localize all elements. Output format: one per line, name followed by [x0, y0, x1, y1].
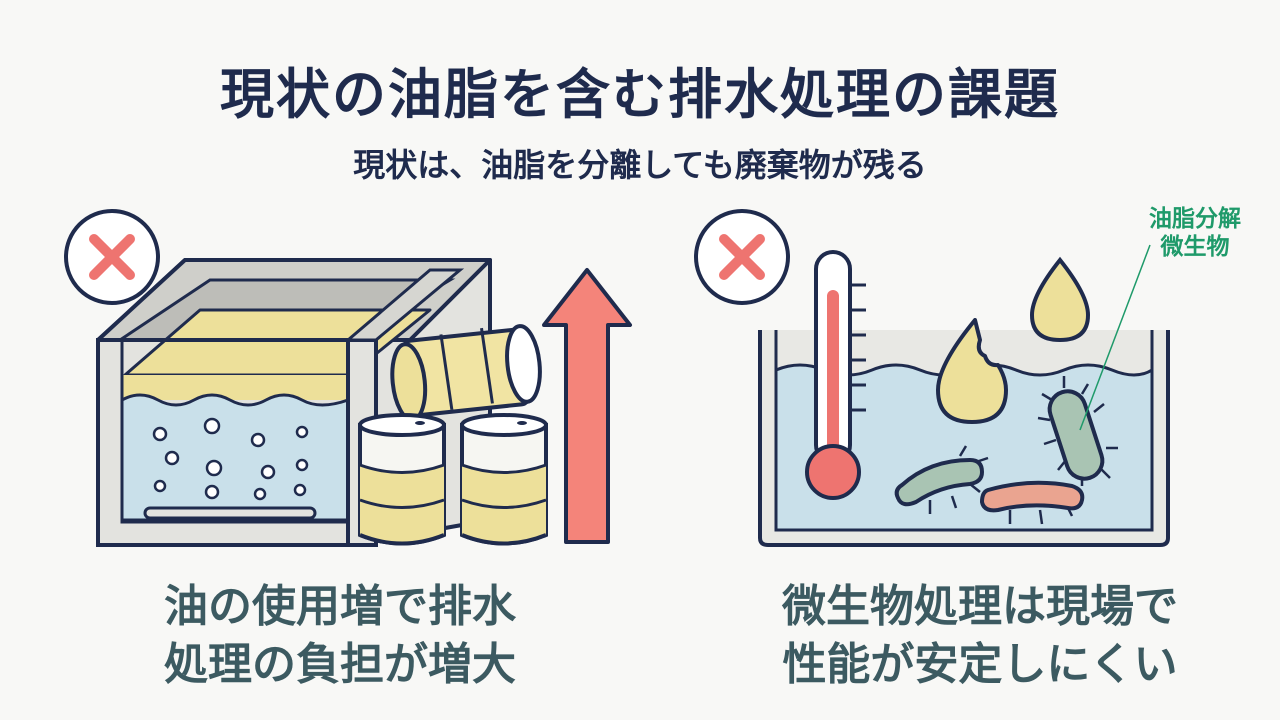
callout-line2: 微生物 [1160, 234, 1230, 260]
left-caption: 油の使用増で排水 処理の負担が増大 [90, 578, 590, 694]
microbe-icon [1037, 376, 1118, 486]
oil-drum-barrels [358, 324, 548, 546]
tipped-barrel [390, 324, 542, 422]
microbe-icon [894, 445, 989, 514]
thermometer-icon [805, 250, 866, 500]
left-caption-line1: 油の使用増で排水 [164, 581, 516, 632]
grease-trap-panel [50, 190, 650, 570]
page-subtitle: 現状は、油脂を分離しても廃棄物が残る [353, 146, 927, 184]
barrel [460, 413, 548, 546]
page-title: 現状の油脂を含む排水処理の課題 [220, 63, 1060, 126]
up-arrow-icon [542, 268, 632, 544]
bitten-oil-droplet-icon [936, 318, 1008, 424]
bubbles [152, 417, 309, 501]
cross-mark-icon [694, 209, 790, 305]
left-caption-line2: 処理の負担が増大 [164, 639, 516, 690]
barrel [358, 413, 446, 546]
right-caption-line1: 微生物処理は現場で [782, 581, 1178, 632]
right-caption-line2: 性能が安定しにくい [782, 639, 1178, 690]
callout-leader-line [1079, 244, 1151, 431]
grease-trap-illustration [64, 209, 632, 547]
right-caption: 微生物処理は現場で 性能が安定しにくい [730, 578, 1230, 694]
microbe-icon [979, 480, 1085, 525]
microbe-treatment-illustration [694, 209, 1170, 547]
callout-line1: 油脂分解 [1149, 206, 1241, 232]
cross-mark-icon [64, 209, 160, 305]
microbe-treatment-panel [680, 190, 1280, 570]
microbe-callout-label: 油脂分解 微生物 [1120, 205, 1270, 261]
oil-droplet-icon [1029, 256, 1091, 343]
